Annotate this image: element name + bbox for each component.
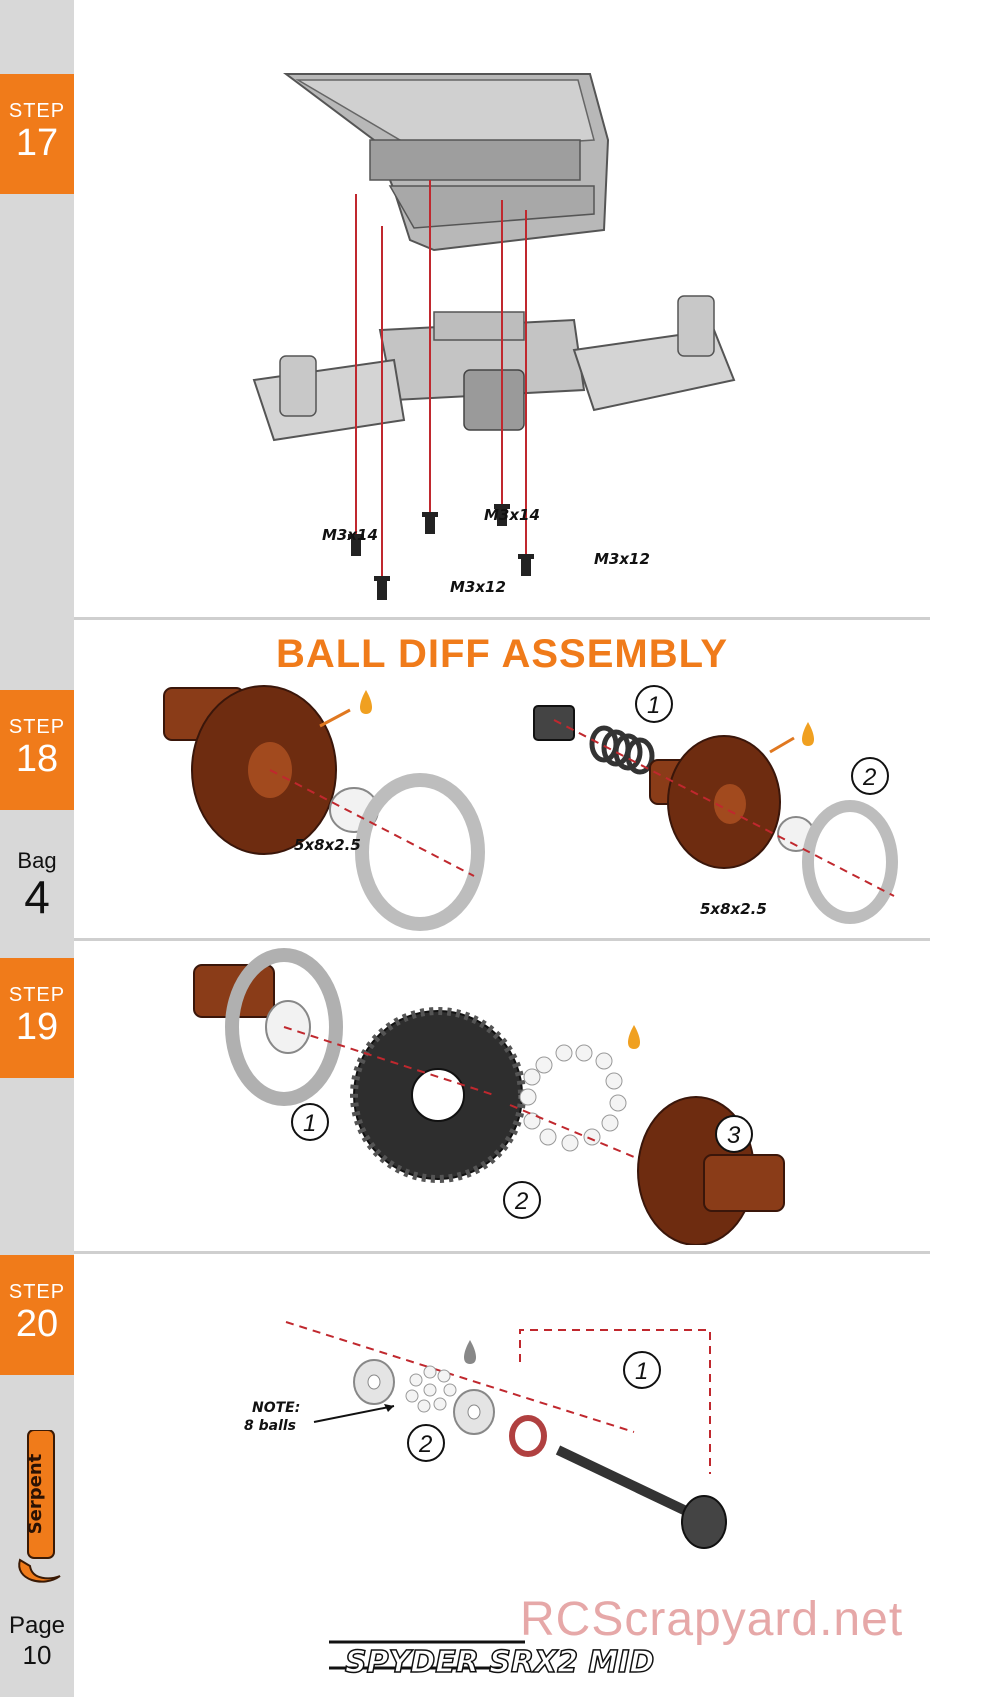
oil-drop-icon — [360, 690, 372, 714]
callout-number: 1 — [303, 1110, 316, 1137]
bag-indicator: Bag 4 — [0, 848, 74, 920]
step-number: 20 — [15, 1303, 59, 1345]
screw-label: M3x12 — [450, 578, 506, 596]
oil-drop-icon — [628, 1025, 640, 1049]
note-label: NOTE: — [252, 1400, 300, 1416]
sidebar — [0, 0, 74, 1697]
callout-number: 1 — [647, 692, 660, 719]
divider — [74, 617, 930, 620]
logo-text: Serpent — [25, 1453, 46, 1534]
watermark: RCScrapyard.net — [520, 1593, 904, 1646]
callout-circle — [635, 685, 673, 723]
screw-icon — [425, 514, 435, 534]
spring — [589, 725, 655, 775]
section-title: BALL DIFF ASSEMBLY — [275, 632, 729, 676]
bag-label: Bag — [17, 848, 57, 873]
step-label: STEP — [8, 984, 66, 1006]
step20-drawing: NOTE: 8 balls 1 2 — [244, 1321, 727, 1549]
callout-circle — [503, 1181, 541, 1219]
shim-left — [355, 773, 485, 931]
callout-circle — [291, 1103, 329, 1141]
step-tab-19: STEP 19 — [0, 958, 74, 1078]
callout-circle — [407, 1424, 445, 1462]
o-ring — [509, 1415, 547, 1457]
step-number: 17 — [15, 122, 59, 164]
screw-icon — [377, 578, 387, 600]
callout-number: 2 — [514, 1188, 528, 1215]
callout-number: 1 — [635, 1358, 648, 1385]
step-tab-18: STEP 18 — [0, 690, 74, 810]
callout-number: 2 — [418, 1431, 432, 1458]
step-number: 19 — [15, 1006, 59, 1048]
thrust-nut — [533, 705, 575, 741]
page-number: 10 — [22, 1640, 52, 1670]
divider — [74, 1251, 930, 1254]
page-number-block: Page 10 — [0, 1612, 74, 1671]
shim — [225, 948, 343, 1106]
serpent-logo: Serpent — [18, 1430, 61, 1583]
brand-text: SPYDER SRX2 MID — [345, 1645, 654, 1680]
step-number: 18 — [15, 738, 59, 780]
step18-drawing: 5x8x2.5 5x8x2.5 1 2 — [163, 685, 898, 931]
note-text: 8 balls — [244, 1418, 296, 1434]
oil-drop-icon — [802, 722, 814, 746]
callout-circle — [623, 1351, 661, 1389]
bearing-label: 5x8x2.5 — [700, 900, 767, 918]
brand-logo: SPYDER SRX2 MID — [329, 1640, 655, 1681]
page-label: Page — [8, 1612, 66, 1639]
step-label: STEP — [8, 1281, 66, 1303]
screw-label: M3x12 — [594, 550, 650, 568]
step-label: STEP — [8, 716, 66, 738]
bearing-label: 5x8x2.5 — [294, 836, 361, 854]
screw-icon — [497, 506, 507, 526]
step-tab-20: STEP 20 — [0, 1255, 74, 1375]
diff-balls — [519, 1044, 627, 1152]
bag-number: 4 — [24, 871, 50, 923]
callout-circle — [851, 757, 889, 795]
right-hub — [677, 295, 715, 357]
diff-shaft — [555, 1445, 687, 1515]
screw-label: M3x14 — [322, 526, 378, 544]
divider — [74, 938, 930, 941]
screw-icon — [521, 556, 531, 576]
step-tab-17: STEP 17 — [0, 74, 74, 194]
step19-drawing: 1 2 3 — [193, 948, 785, 1245]
step17-drawing: M3x14 M3x12 M3x14 M3x12 — [252, 73, 736, 600]
grease-drop-icon — [464, 1340, 476, 1364]
callout-number: 2 — [862, 764, 876, 791]
screw-icon — [351, 536, 361, 556]
left-hub — [279, 355, 317, 417]
shim-right — [802, 800, 898, 924]
assembly-bracket — [519, 1329, 711, 1474]
screw-label: M3x14 — [484, 506, 540, 524]
callout-number: 3 — [727, 1122, 741, 1149]
thrust-balls — [405, 1365, 457, 1413]
step-label: STEP — [8, 100, 66, 122]
callout-circle — [715, 1115, 753, 1153]
